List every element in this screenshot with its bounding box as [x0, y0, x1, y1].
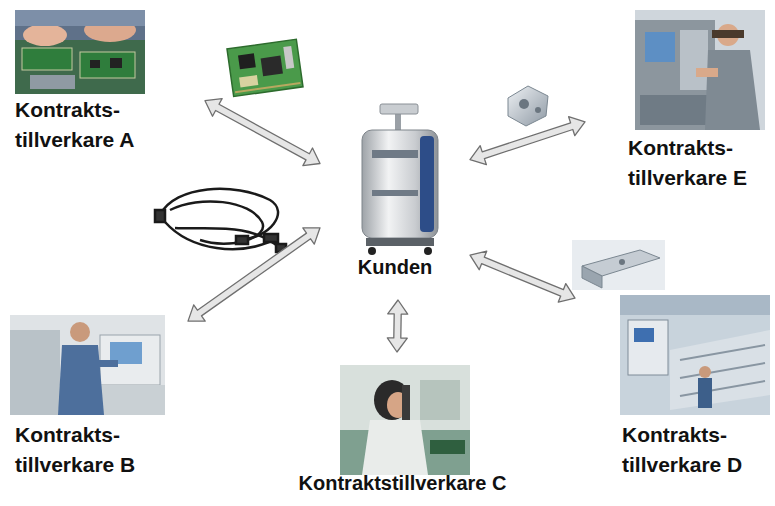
manufacturer-node: Kunden — [320, 105, 470, 300]
sheet-metal-part — [572, 240, 665, 290]
sheet-metal-part — [572, 240, 665, 290]
cable-harness — [170, 201, 263, 243]
double-arrow — [205, 99, 320, 166]
photo-pcb-assembly — [22, 48, 72, 70]
photo-inspection-worker — [340, 365, 470, 475]
photo-factory-floor — [620, 295, 770, 415]
photo-cnc-operator — [635, 10, 765, 130]
medical-device — [366, 238, 434, 246]
manufacturer-node: Kontrakts- tillverkare B — [8, 310, 188, 495]
photo-factory-floor — [620, 295, 770, 415]
manufacturer-node: Kontrakts- tillverkare E — [585, 5, 770, 203]
photo-lab-operator — [10, 315, 165, 415]
pcb-part — [227, 39, 303, 96]
photo-factory-floor — [699, 366, 711, 378]
double-arrow — [470, 251, 575, 302]
photo-factory-floor — [680, 345, 765, 360]
photo-factory-floor — [634, 328, 654, 342]
photo-cnc-operator — [705, 50, 760, 130]
photo-pcb-assembly — [30, 75, 75, 89]
machined-part — [519, 99, 529, 109]
node-label: Kontrakts- tillverkare A — [15, 95, 190, 156]
medical-device — [362, 130, 438, 238]
photo-factory-floor — [680, 381, 765, 396]
photo-pcb-assembly — [80, 52, 135, 78]
pcb-part — [261, 56, 283, 77]
cable-harness — [155, 189, 286, 252]
manufacturer-node: Kontrakts- tillverkare A — [10, 5, 205, 170]
photo-inspection-worker — [402, 385, 410, 425]
node-label: Kontraktstillverkare C — [265, 469, 540, 498]
photo-cnc-operator — [635, 10, 765, 130]
double-arrow — [188, 228, 320, 321]
cable-harness — [175, 228, 280, 248]
photo-lab-operator — [10, 330, 60, 415]
photo-factory-floor — [680, 363, 765, 378]
photo-pcb-assembly — [90, 60, 100, 68]
photo-lab-operator — [96, 360, 118, 367]
machined-part — [508, 86, 548, 126]
photo-pcb-assembly — [110, 58, 122, 68]
medical-device — [372, 190, 418, 196]
medical-device — [424, 247, 432, 255]
photo-cnc-operator — [696, 68, 718, 77]
manufacturer-node: Kontraktstillverkare C — [265, 352, 540, 502]
pcb-part — [238, 53, 256, 69]
node-label: Kontrakts- tillverkare D — [622, 420, 768, 481]
cable-harness — [236, 236, 248, 244]
manufacturer-node: Kontrakts- tillverkare D — [575, 290, 770, 495]
photo-lab-operator — [10, 315, 165, 415]
machined-part — [508, 86, 548, 126]
node-label: Kontrakts- tillverkare E — [628, 133, 768, 194]
photo-pcb-assembly — [15, 10, 145, 94]
medical-device — [362, 104, 438, 255]
sheet-metal-part — [582, 266, 602, 288]
photo-factory-floor — [620, 295, 770, 315]
pcb-part — [283, 46, 294, 69]
cable-harness — [155, 210, 165, 222]
medical-device — [380, 104, 418, 114]
photo-cnc-operator — [680, 30, 708, 90]
double-arrow — [470, 117, 585, 165]
photo-lab-operator — [58, 345, 104, 415]
photo-inspection-worker — [340, 365, 470, 475]
medical-device — [368, 247, 376, 255]
cable-harness — [264, 234, 278, 242]
photo-cnc-operator — [640, 95, 710, 125]
photo-pcb-assembly — [15, 40, 145, 94]
photo-pcb-assembly — [23, 24, 67, 46]
photo-inspection-worker — [430, 440, 465, 454]
photo-inspection-worker — [420, 380, 460, 420]
medical-device — [372, 150, 418, 158]
double-arrow — [387, 300, 407, 352]
medical-device — [420, 136, 434, 232]
photo-lab-operator — [70, 322, 90, 342]
pcb-part — [235, 83, 300, 92]
node-label: Kunden — [320, 253, 470, 282]
sheet-metal-part — [619, 259, 625, 265]
node-label: Kontrakts- tillverkare B — [15, 420, 185, 481]
photo-factory-floor — [628, 320, 668, 375]
photo-factory-floor — [698, 378, 712, 408]
photo-pcb-assembly — [15, 10, 145, 26]
machined-part — [535, 107, 541, 113]
photo-cnc-operator — [712, 30, 744, 38]
pcb-part — [227, 39, 303, 96]
photo-cnc-operator — [645, 32, 675, 62]
pcb-part — [239, 75, 258, 87]
photo-pcb-assembly — [15, 10, 145, 94]
photo-factory-floor — [670, 330, 770, 410]
photo-inspection-worker — [362, 420, 428, 475]
